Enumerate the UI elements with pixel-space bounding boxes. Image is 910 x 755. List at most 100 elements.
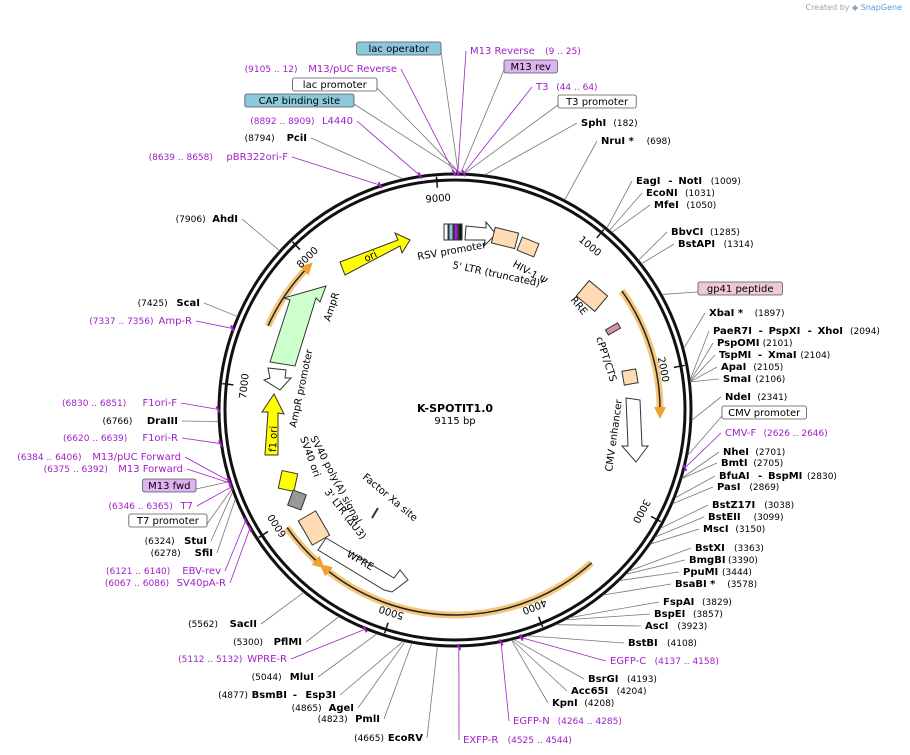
enzyme-name: BstXI bbox=[695, 543, 725, 554]
enzyme-position: (2701) bbox=[755, 448, 785, 458]
tick-label: 1000 bbox=[576, 234, 603, 259]
primer-position: (2626 .. 2646) bbox=[764, 429, 828, 439]
primer-position: (6384 .. 6406) bbox=[17, 453, 81, 463]
leader-line bbox=[660, 504, 709, 529]
tick-label: 2000 bbox=[655, 356, 671, 383]
leader-line bbox=[681, 451, 720, 479]
leader-line bbox=[353, 103, 462, 174]
leader-line bbox=[440, 51, 459, 174]
enzyme-name: NruI * bbox=[601, 136, 635, 147]
enzyme-position: (1031) bbox=[685, 189, 715, 199]
enzyme-name: XbaI * bbox=[709, 308, 744, 319]
primer-name: L4440 bbox=[322, 116, 353, 127]
leader-line bbox=[203, 302, 238, 317]
leader-line bbox=[376, 87, 461, 174]
enzyme-name: SphI bbox=[581, 118, 606, 129]
tick-mark bbox=[291, 241, 301, 251]
primer-position: (6620 .. 6639) bbox=[63, 434, 127, 444]
enzyme-name: MfeI bbox=[654, 200, 679, 211]
primer-name: pBR322ori-F bbox=[226, 152, 288, 163]
enzyme-position: (4823) bbox=[318, 715, 348, 725]
enzyme-name: NdeI bbox=[725, 392, 751, 403]
tick-mark bbox=[537, 616, 544, 628]
enzyme-position: (3923) bbox=[677, 622, 707, 632]
leader-line bbox=[619, 571, 680, 581]
enzyme-name: BfuAI bbox=[719, 471, 750, 482]
enzyme-position: (6278) bbox=[151, 549, 181, 559]
enzyme-name: PaeR7I bbox=[713, 326, 752, 337]
leader-line bbox=[317, 633, 378, 678]
enzyme-name: SacII bbox=[230, 619, 257, 630]
primer-name: F1ori-F bbox=[143, 398, 178, 409]
enzyme-position: (2341) bbox=[757, 393, 787, 403]
enzyme-name: ApaI bbox=[721, 362, 746, 373]
enzyme-position: (2106) bbox=[755, 375, 785, 385]
enzyme-name: AscI bbox=[645, 621, 668, 632]
tick-mark bbox=[384, 622, 389, 634]
enzyme-name: BsaBI * bbox=[675, 579, 716, 590]
cmv-enhancer-label: CMV enhancer bbox=[604, 398, 625, 472]
enzyme-position: (2869) bbox=[749, 483, 779, 493]
enzyme-name: BbvCI bbox=[671, 227, 703, 238]
enzyme-name: BspMI bbox=[768, 471, 802, 482]
leader-line bbox=[357, 641, 406, 709]
leader-line bbox=[684, 432, 722, 469]
leader-line bbox=[224, 520, 246, 572]
leader-line bbox=[527, 635, 625, 644]
sv40-polya-feature: SV40 poly(A) signal bbox=[287, 434, 363, 526]
feature-label-box bbox=[721, 405, 807, 420]
enzyme-name: Esp3I bbox=[305, 690, 336, 701]
feature-label: CAP binding site bbox=[259, 96, 341, 107]
primer-position: (5112 .. 5132) bbox=[178, 655, 242, 665]
leader-line bbox=[464, 104, 559, 174]
leader-line bbox=[383, 642, 413, 720]
enzyme-position: (2104) bbox=[800, 351, 830, 361]
enzyme-sep: - bbox=[758, 350, 762, 361]
primer-position: (44 .. 64) bbox=[556, 83, 597, 93]
enzyme-position: (4204) bbox=[617, 687, 647, 697]
leader-line bbox=[196, 486, 232, 507]
snapgene-logo-icon: ◆ bbox=[852, 3, 859, 12]
primer-name: EXFP-R bbox=[463, 735, 498, 746]
f1-ori-label: f1 ori bbox=[268, 426, 280, 452]
enzyme-position: (7906) bbox=[176, 215, 206, 225]
enzyme-position: (5300) bbox=[233, 638, 263, 648]
enzyme-name: SmaI bbox=[723, 374, 751, 385]
leader-line bbox=[356, 120, 421, 176]
leader-line bbox=[674, 475, 716, 499]
primer-name: SV40pA-R bbox=[177, 578, 226, 589]
enzyme-name: PspOMI bbox=[717, 338, 759, 349]
enzyme-name: DraIII bbox=[147, 416, 178, 427]
snapgene-name: SnapGene bbox=[860, 3, 902, 12]
snapgene-credit: Created by ◆ SnapGene bbox=[805, 3, 902, 12]
primer-name: EBV-rev bbox=[182, 566, 221, 577]
enzyme-name: PflMI bbox=[274, 637, 302, 648]
plasmid-size: 9115 bp bbox=[434, 416, 475, 427]
tick-mark bbox=[435, 176, 439, 188]
f1-ori-feature: f1 ori bbox=[261, 393, 285, 456]
enzyme-position: (1050) bbox=[686, 201, 716, 211]
leader-line bbox=[650, 528, 700, 545]
ori-feature: ori bbox=[339, 231, 411, 276]
orf-arrow-1 bbox=[621, 290, 667, 420]
enzyme-position: (3099) bbox=[754, 513, 784, 523]
enzyme-position: (4208) bbox=[584, 699, 614, 709]
enzyme-name: NotI bbox=[678, 176, 702, 187]
leader-line bbox=[606, 180, 633, 229]
enzyme-position: (1314) bbox=[724, 240, 754, 250]
leader-line bbox=[681, 462, 718, 480]
enzyme-name: EcoNI bbox=[646, 188, 678, 199]
primer-name: Amp-R bbox=[159, 316, 193, 327]
enzyme-position: (2830) bbox=[807, 472, 837, 482]
feature-label: lac operator bbox=[369, 44, 430, 55]
leader-line bbox=[641, 243, 675, 265]
cppt-label: cPPT/CTS bbox=[593, 336, 618, 384]
factor-xa-label: Factor Xa site bbox=[360, 472, 419, 524]
leader-line bbox=[195, 481, 230, 490]
feature-label-box bbox=[697, 281, 783, 296]
primer-name: M13/pUC Reverse bbox=[308, 64, 397, 75]
primer-name: M13 Reverse bbox=[470, 46, 535, 57]
feature-label-box bbox=[292, 77, 378, 92]
primer-name: F1ori-R bbox=[142, 433, 178, 444]
